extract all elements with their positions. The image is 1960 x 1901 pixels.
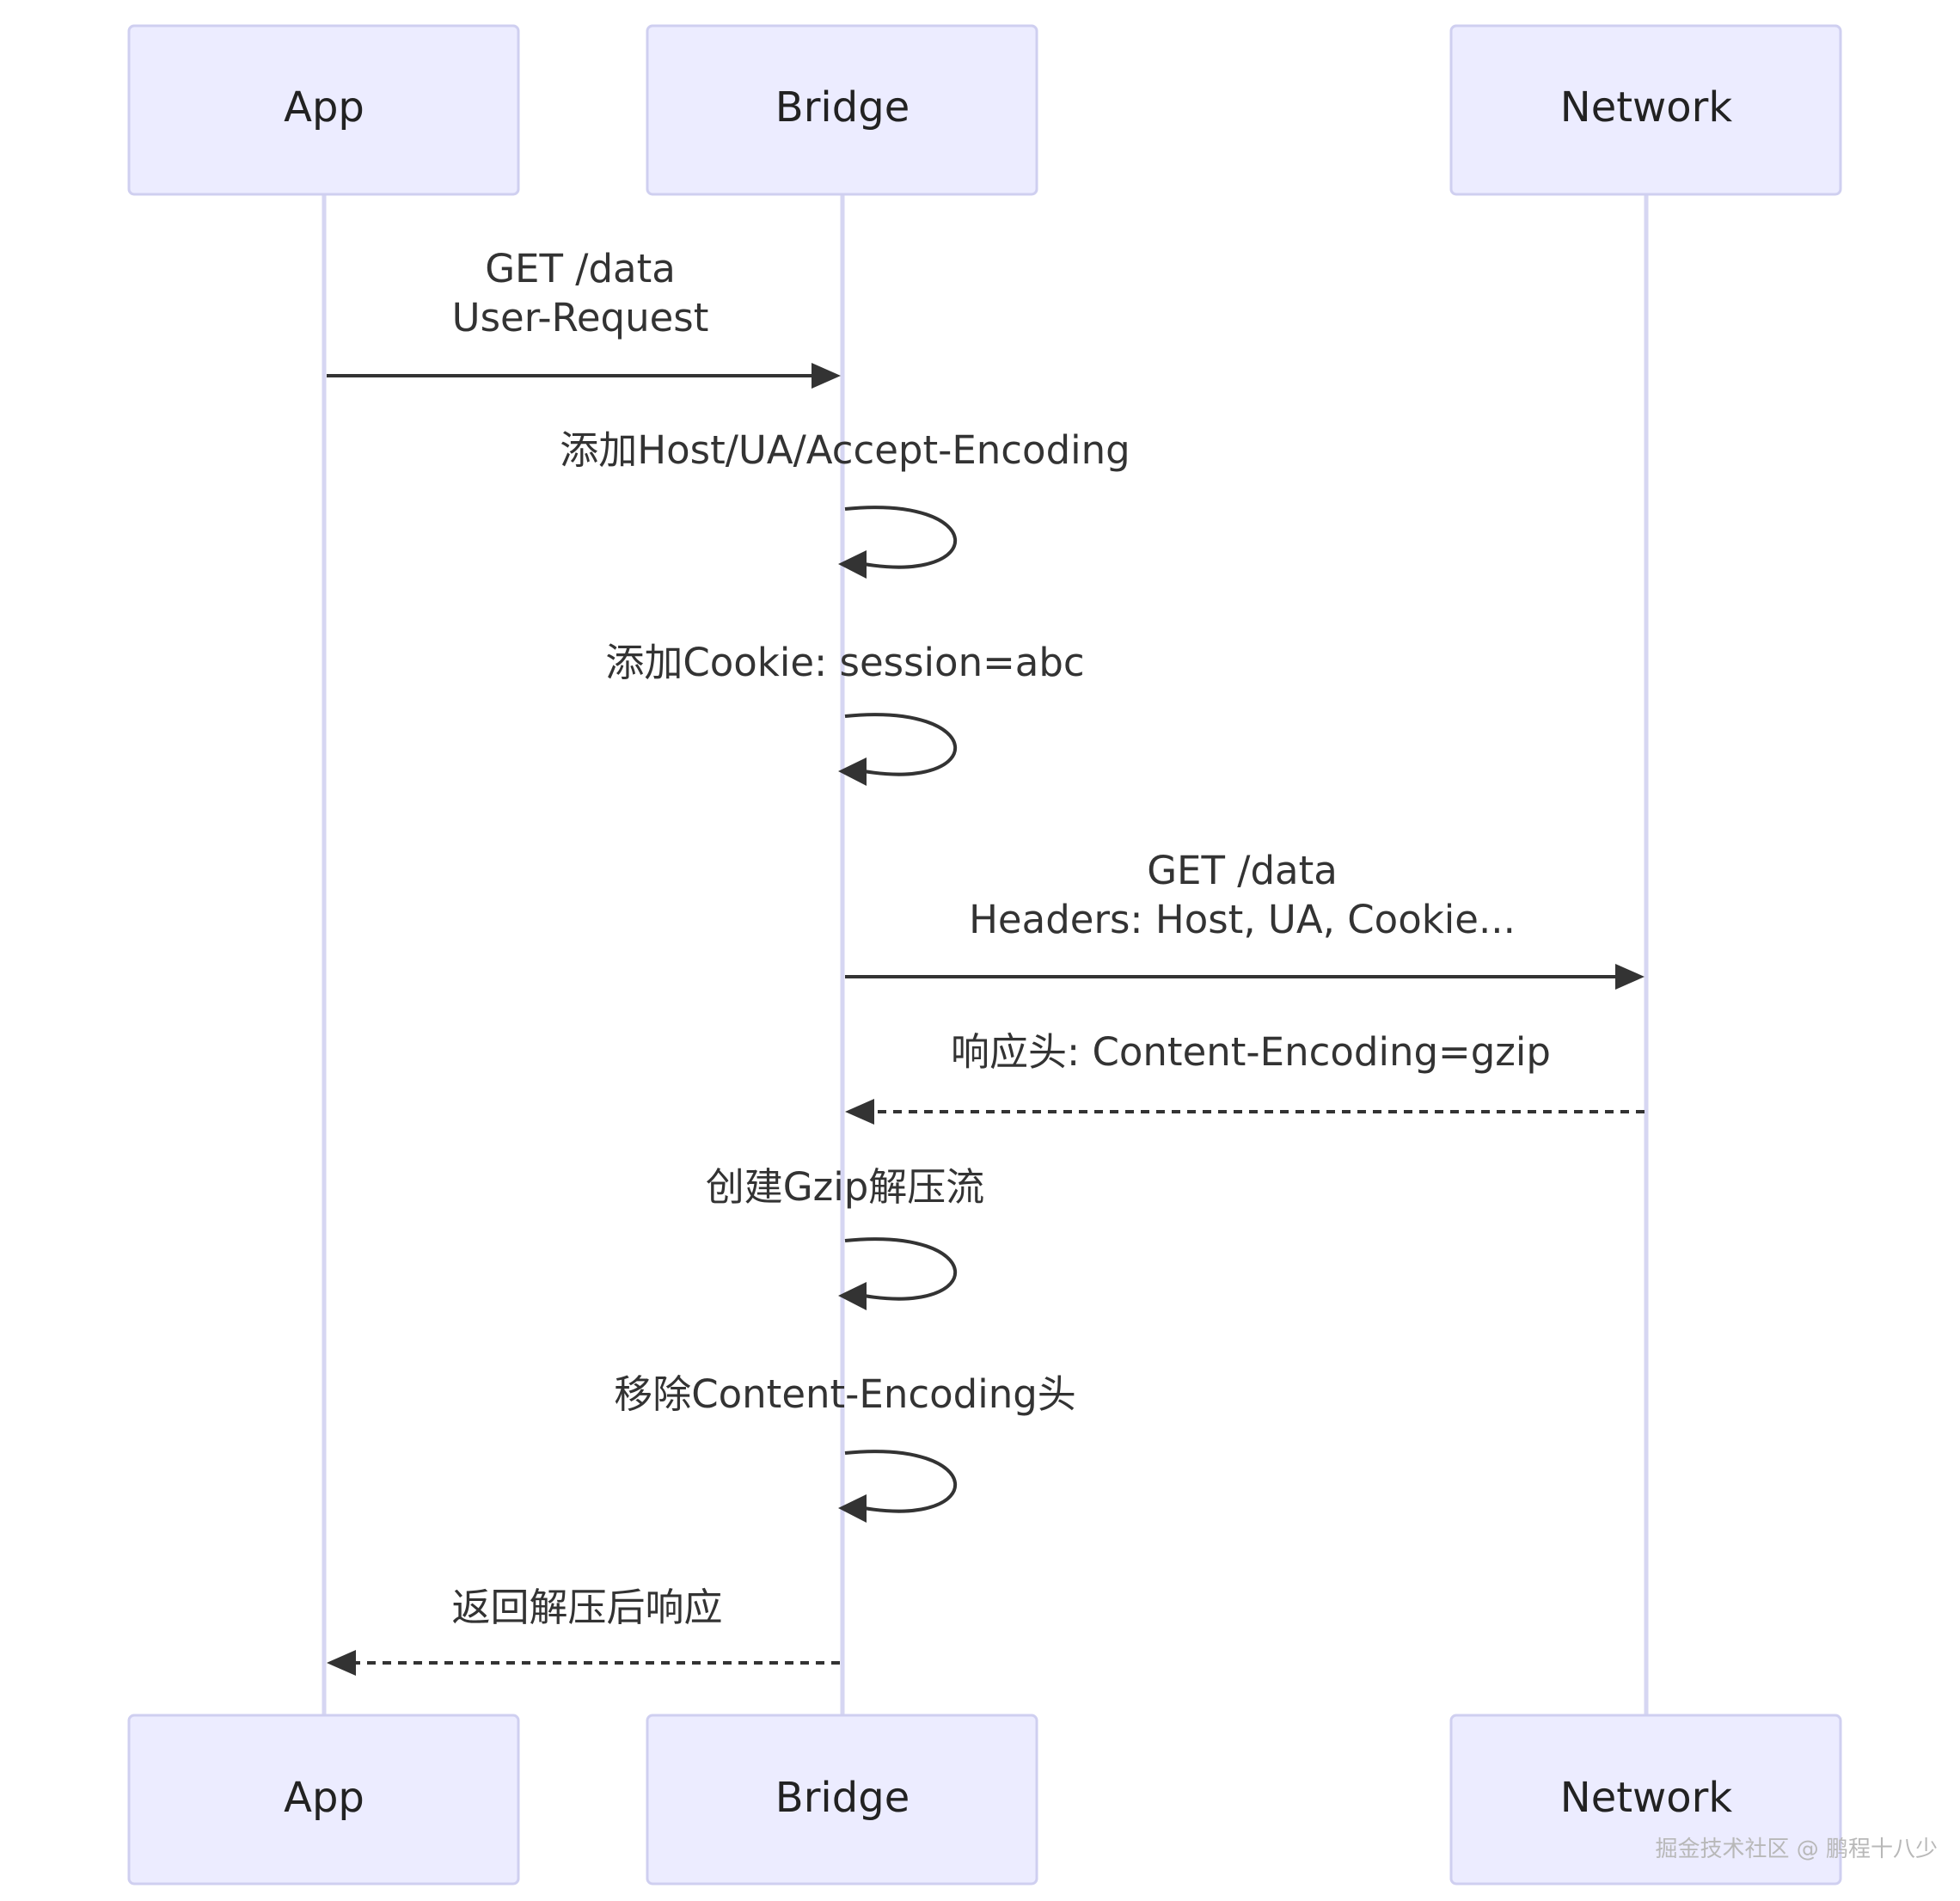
arrow-head-icon	[1615, 964, 1645, 990]
network-actor-bottom-label: Network	[1560, 1774, 1733, 1822]
message-label: 返回解压后响应	[451, 1585, 722, 1630]
message-response-headers: 响应头: Content-Encoding=gzip	[845, 1029, 1645, 1125]
message-get-data-request: GET /data User-Request	[327, 246, 841, 389]
message-label: 创建Gzip解压流	[706, 1164, 985, 1210]
message-self-remove-header: 移除Content-Encoding头	[614, 1371, 1076, 1523]
arrow-head-icon	[845, 1099, 874, 1125]
message-label-line2: User-Request	[452, 295, 709, 340]
message-label: 添加Cookie: session=abc	[605, 640, 1084, 685]
message-self-add-cookie: 添加Cookie: session=abc	[605, 640, 1085, 786]
message-label: 添加Host/UA/Accept-Encoding	[560, 427, 1130, 473]
message-forward-request: GET /data Headers: Host, UA, Cookie...	[845, 848, 1645, 990]
arrow-head-icon	[812, 363, 841, 389]
message-label: 响应头: Content-Encoding=gzip	[951, 1029, 1551, 1075]
arrow-head-icon	[838, 1494, 867, 1523]
self-loop-arrow-line	[844, 1450, 958, 1513]
app-actor-top: App	[127, 24, 520, 196]
bridge-actor-bottom-label: Bridge	[775, 1774, 910, 1822]
network-actor-top: Network	[1449, 24, 1842, 196]
message-label-line1: GET /data	[1147, 848, 1338, 893]
self-loop-arrow-line	[844, 506, 958, 569]
watermark: 掘金技术社区 @ 鹏程十八少	[1655, 1837, 1938, 1862]
app-actor-bottom: App	[127, 1714, 520, 1886]
self-loop-arrow-line	[844, 1237, 958, 1301]
app-actor-bottom-label: App	[284, 1774, 364, 1822]
message-label-line1: GET /data	[485, 246, 676, 291]
bridge-actor-top: Bridge	[646, 24, 1038, 196]
message-self-add-headers: 添加Host/UA/Accept-Encoding	[560, 427, 1130, 579]
network-actor-top-label: Network	[1560, 83, 1733, 132]
arrow-head-icon	[838, 757, 867, 786]
app-actor-top-label: App	[284, 83, 364, 132]
bridge-actor-bottom: Bridge	[646, 1714, 1038, 1886]
message-label: 移除Content-Encoding头	[614, 1371, 1076, 1417]
message-self-create-gzip: 创建Gzip解压流	[706, 1164, 985, 1310]
arrow-head-icon	[327, 1650, 356, 1676]
arrow-head-icon	[838, 1282, 867, 1310]
arrow-head-icon	[838, 550, 867, 579]
bridge-actor-top-label: Bridge	[775, 83, 910, 132]
network-actor-bottom: Network	[1449, 1714, 1842, 1886]
message-return-response: 返回解压后响应	[327, 1585, 840, 1676]
message-label-line2: Headers: Host, UA, Cookie...	[969, 897, 1516, 942]
self-loop-arrow-line	[844, 713, 958, 776]
